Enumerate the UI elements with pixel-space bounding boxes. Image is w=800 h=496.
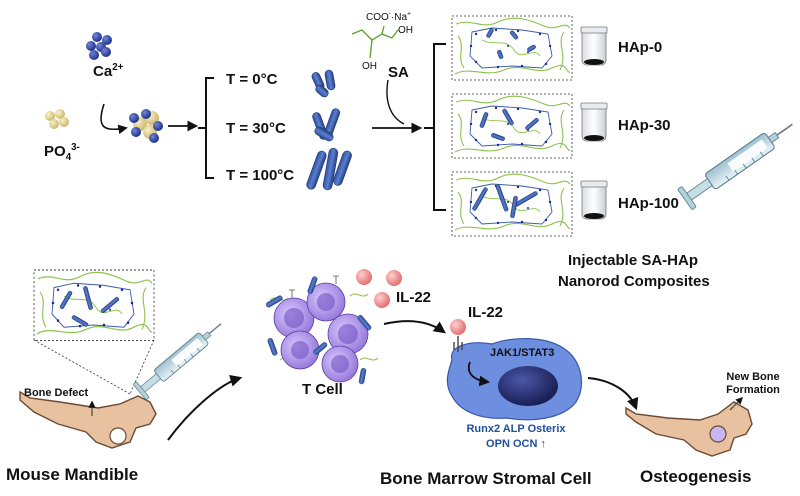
temperature-0c-label: T = 0°C [226, 71, 278, 88]
composite-network-hap100 [451, 171, 573, 237]
stromal-nucleus [498, 366, 558, 406]
composite-caption-line2: Nanorod Composites [558, 273, 710, 290]
mouse-mandible-label: Mouse Mandible [6, 465, 139, 484]
sodium-alginate-structure [351, 25, 399, 59]
vial-hap100-icon [580, 180, 608, 220]
marker-genes-line1: Runx2 ALP Osterix [466, 423, 566, 435]
il22-cytokine [386, 270, 402, 286]
composite-network-hap30 [451, 93, 573, 159]
upregulation-arrow-icon: ↑ [540, 438, 546, 450]
bmsc-label: Bone Marrow Stromal Cell [380, 469, 592, 488]
hap0-label: HAp-0 [618, 39, 663, 56]
temperature-100c-label: T = 100°C [226, 167, 295, 184]
rods-100c-icon [306, 148, 352, 191]
bone-defect-marker [109, 427, 127, 445]
composite-caption-line1: Injectable SA-HAp [567, 252, 699, 269]
merge-arrow [100, 103, 128, 135]
il22-cytokine [356, 269, 372, 285]
sa-oh-label-2: OH [362, 61, 377, 72]
phosphate-label: PO43- [44, 142, 80, 163]
marker-genes-line2: OPN OCN ↑ [486, 438, 546, 450]
il22-label-a: IL-22 [396, 289, 432, 306]
il22-cytokine [374, 292, 390, 308]
syringe-icon [676, 113, 800, 211]
arrow-to-tcell [167, 375, 243, 441]
rods-30c-icon [312, 108, 341, 142]
bone-defect-label: Bone Defect [24, 387, 89, 399]
mouse-mandible-right [625, 401, 753, 457]
new-bone-marker [709, 425, 727, 443]
composite-network-hap0 [451, 15, 573, 81]
vial-hap30-icon [580, 102, 608, 142]
vial-hap0-icon [580, 26, 608, 66]
hap100-label: HAp-100 [618, 195, 679, 212]
calcium-label: Ca2+ [93, 62, 124, 80]
sa-oh-label-1: OH [398, 25, 413, 36]
sa-carboxylate-label: COO-·Na+ [366, 10, 411, 23]
arrow-to-osteogenesis [587, 377, 639, 411]
temperature-30c-label: T = 30°C [226, 120, 286, 137]
mouse-mandible-left [19, 390, 157, 449]
il22-label-b: IL-22 [468, 304, 504, 321]
sa-label: SA [388, 64, 409, 81]
receptor-icon [453, 336, 463, 352]
phosphate-ions-icon [45, 109, 69, 129]
inset-composite-network [33, 269, 155, 342]
t-cell-label: T Cell [302, 381, 343, 398]
temperature-bracket [205, 77, 214, 179]
new-bone-label-line1: New Bone [726, 371, 780, 383]
osteogenesis-label: Osteogenesis [640, 467, 752, 486]
rods-0c-icon [311, 69, 336, 98]
composite-bracket [433, 43, 446, 211]
ion-cluster-icon [129, 109, 163, 143]
new-bone-label-line2: Formation [726, 384, 780, 396]
signal-arrow [467, 361, 491, 387]
calcium-ions-icon [86, 32, 112, 60]
t-cell-cluster [265, 275, 379, 385]
arrow-to-stromal [383, 320, 446, 334]
hap30-label: HAp-30 [618, 117, 671, 134]
jak-stat-label: JAK1/STAT3 [490, 347, 555, 359]
il22-receptor-bound [450, 319, 466, 335]
